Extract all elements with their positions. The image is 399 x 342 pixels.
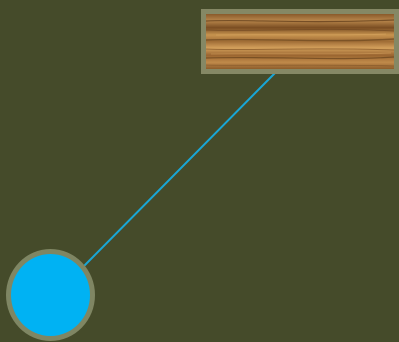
rope	[85, 72, 276, 265]
wooden-plank-anchor[interactable]	[201, 9, 399, 74]
ball[interactable]	[11, 254, 90, 336]
wood-grain-texture	[206, 14, 394, 69]
